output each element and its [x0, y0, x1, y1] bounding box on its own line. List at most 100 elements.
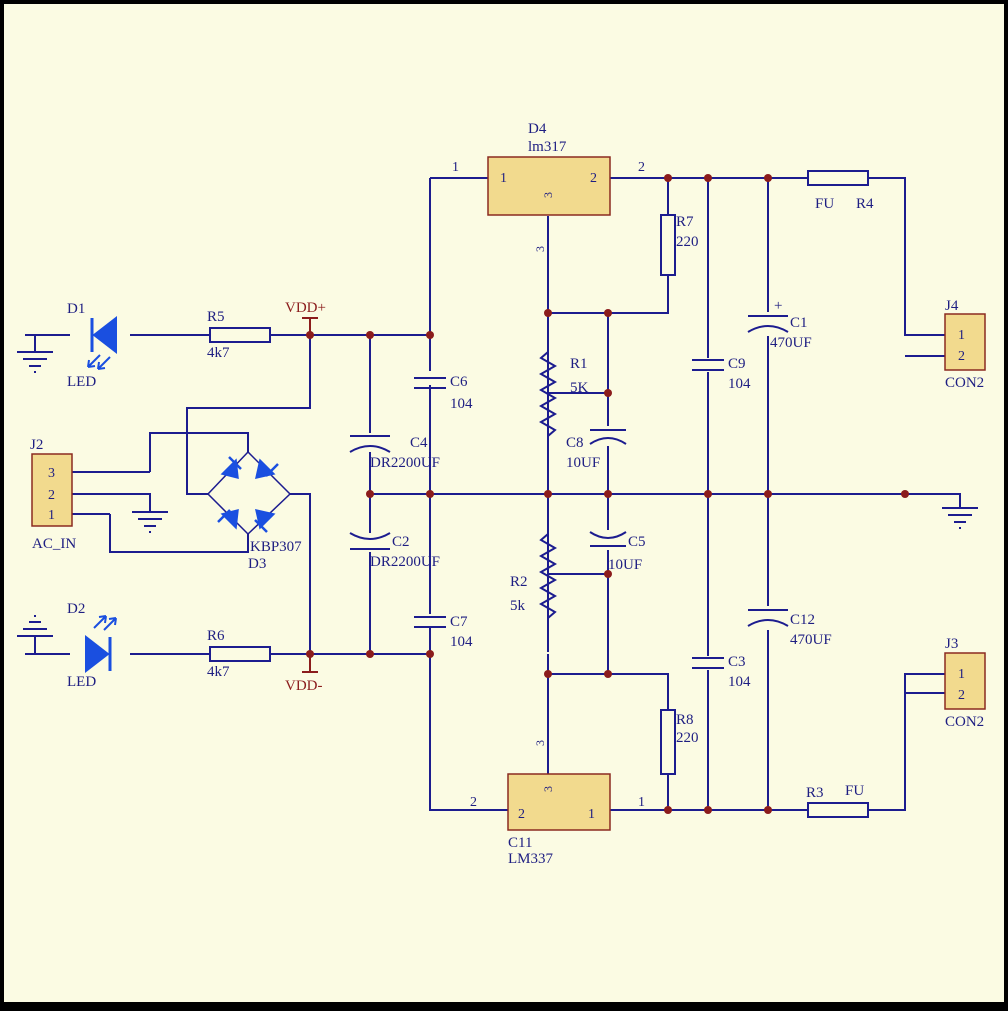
- d1-value: LED: [67, 374, 96, 390]
- r5-body: [209, 327, 271, 343]
- d3-value: KBP307: [250, 539, 302, 555]
- j3-pin2: 2: [958, 688, 965, 703]
- c6-ref: C6: [450, 374, 468, 390]
- connector-j2: J2 3 2 1 AC_IN: [30, 437, 76, 552]
- c1-value: 470UF: [770, 335, 812, 351]
- c2-ref: C2: [392, 534, 410, 550]
- c5-plates: [589, 531, 627, 547]
- j2-pin2: 2: [48, 488, 55, 503]
- c11-pin3-number: 3: [533, 740, 547, 746]
- capacitor-plates: [349, 312, 789, 670]
- r5-value: 4k7: [207, 345, 230, 361]
- c8-value: 10UF: [566, 455, 600, 471]
- d4-pin2-number: 2: [638, 160, 645, 175]
- ground-icon-d1: [17, 351, 53, 373]
- connector-j4: J4 1 2 CON2: [944, 298, 986, 391]
- j2-ref: J2: [30, 437, 43, 453]
- c3-value: 104: [728, 674, 751, 690]
- d4-pin1-label: 1: [500, 171, 507, 186]
- d4-value: lm317: [528, 139, 567, 155]
- vdd-plus-label: VDD+: [285, 300, 326, 316]
- r1-ref: R1: [570, 356, 588, 372]
- r5-ref: R5: [207, 309, 225, 325]
- d2-light-arrows-icon: [93, 615, 117, 631]
- c4-value: DR2200UF: [370, 455, 440, 471]
- r2-zigzag: [538, 533, 558, 619]
- connector-j3: J3 1 2 CON2: [944, 636, 986, 730]
- c7-value: 104: [450, 634, 473, 650]
- r4-value: FU: [815, 196, 834, 212]
- j4-ref: J4: [945, 298, 959, 314]
- c6-plates: [414, 377, 446, 389]
- c11-pin2-label: 2: [518, 807, 525, 822]
- c8-plates: [589, 429, 627, 445]
- r2-value: 5k: [510, 598, 526, 614]
- c5-value: 10UF: [608, 557, 642, 573]
- ground-icon-d2: [17, 615, 53, 637]
- c11-pin1-label: 1: [588, 807, 595, 822]
- c9-ref: C9: [728, 356, 746, 372]
- led-d1: D1 LED: [67, 301, 117, 390]
- c9-value: 104: [728, 376, 751, 392]
- c2-plates: [349, 532, 391, 550]
- j2-value: AC_IN: [32, 536, 76, 552]
- c11-ref: C11: [508, 835, 532, 851]
- j2-pin1: 1: [48, 508, 55, 523]
- c6-value: 104: [450, 396, 473, 412]
- r1-zigzag: [538, 351, 558, 437]
- c3-plates: [692, 657, 724, 669]
- c11-pin1-number: 1: [638, 795, 645, 810]
- c4-plates: [349, 435, 391, 453]
- ground-icon-main: [942, 507, 978, 529]
- c12-plates: [747, 609, 789, 627]
- c2-value: DR2200UF: [370, 554, 440, 570]
- r7-value: 220: [676, 234, 699, 250]
- led-d2: D2 LED: [67, 601, 117, 690]
- j4-pin2: 2: [958, 349, 965, 364]
- d4-pin3-number: 3: [533, 246, 547, 252]
- d2-ref: D2: [67, 601, 85, 617]
- r8-value: 220: [676, 730, 699, 746]
- d1-ref: D1: [67, 301, 85, 317]
- c5-ref: C5: [628, 534, 646, 550]
- r1-value: 5K: [570, 380, 589, 396]
- c11-pin3-label: 3: [541, 786, 555, 792]
- c1-ref: C1: [790, 315, 808, 331]
- d2-value: LED: [67, 674, 96, 690]
- regulator-lm317: D4 lm317 1 2 3 1 2 3: [452, 121, 645, 252]
- resistor-bodies: [209, 170, 869, 818]
- c1-plates: [747, 315, 789, 333]
- j4-pin1: 1: [958, 328, 965, 343]
- r4-ref: R4: [856, 196, 874, 212]
- c12-ref: C12: [790, 612, 815, 628]
- j2-pin3: 3: [48, 466, 55, 481]
- c12-value: 470UF: [790, 632, 832, 648]
- c8-ref: C8: [566, 435, 584, 451]
- r3-ref: R3: [806, 785, 824, 801]
- d4-pin2-label: 2: [590, 171, 597, 186]
- j3-pin1: 1: [958, 667, 965, 682]
- bridge-rectifier: KBP307 D3: [206, 450, 302, 572]
- bridge-diodes-icon: [217, 456, 279, 533]
- j3-ref: J3: [945, 636, 958, 652]
- r6-ref: R6: [207, 628, 225, 644]
- r3-body: [807, 802, 869, 818]
- potentiometers: [538, 351, 558, 619]
- j4-value: CON2: [945, 375, 984, 391]
- c11-pin2-number: 2: [470, 795, 477, 810]
- d1-light-arrows-icon: [87, 354, 111, 370]
- r8-ref: R8: [676, 712, 694, 728]
- d4-ref: D4: [528, 121, 547, 137]
- r3-value: FU: [845, 783, 864, 799]
- r7-body: [660, 214, 676, 276]
- d4-pin1-number: 1: [452, 160, 459, 175]
- r7-ref: R7: [676, 214, 694, 230]
- c11-value: LM337: [508, 851, 554, 867]
- c9-plates: [692, 359, 724, 371]
- vdd-minus-label: VDD-: [285, 678, 323, 694]
- c7-ref: C7: [450, 614, 468, 630]
- ground-icon-j2: [132, 511, 168, 533]
- c1-plus: +: [774, 298, 782, 314]
